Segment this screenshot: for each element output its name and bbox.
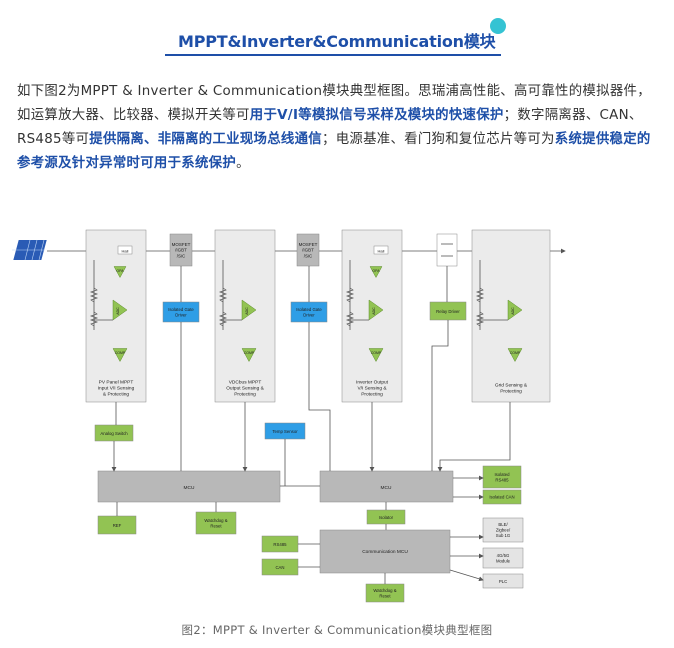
temp-sensor-label: Temp Sensor (272, 429, 298, 434)
body-text: ；数字隔离器、CAN、RS485等可 (17, 108, 643, 147)
stage-label: PV Panel MPPT (99, 380, 134, 386)
comp-symbol (241, 348, 257, 363)
mcu-left-box (97, 470, 281, 503)
ref-label: REF (113, 523, 122, 528)
stage-label: VDCbus MPPT (229, 380, 262, 386)
gate-driver-label: Driver (303, 312, 315, 317)
comp-symbol (368, 348, 384, 363)
opa-label: OPA (116, 269, 124, 273)
highlight-text: 系统提供稳定的参考源及针对异常时可用于系统保护 (17, 132, 651, 171)
comp-label: COMP (115, 351, 126, 355)
adc-symbol (241, 299, 257, 321)
comp-symbol (112, 348, 128, 363)
ble-zigbee-box (482, 517, 524, 543)
mcu-right-box (319, 470, 454, 503)
isolated-can-label: Isolated CAN (489, 495, 514, 500)
mcu-label: MCU (184, 485, 195, 491)
mcu-label: MCU (381, 485, 392, 491)
ble-zigbee-label: BLE/ (498, 522, 508, 527)
gate-driver-label: Driver (175, 312, 187, 317)
comp-label: COMP (244, 351, 255, 355)
comp-label: COMP (371, 351, 382, 355)
communication-mcu-label: Communication MCU (362, 549, 408, 555)
comp-symbol (507, 348, 523, 363)
cellular-module-label: 4G/5G (497, 553, 510, 558)
mosfet-label: MOSFET (172, 242, 191, 247)
relay-driver-label: Relay Driver (436, 309, 460, 314)
stage-label: Protecting (361, 392, 383, 398)
hall-label: Hall (122, 249, 129, 254)
comp-label: COMP (510, 351, 521, 355)
stage-label: Grid Sensing & (495, 383, 528, 389)
solar-panel-icon (12, 239, 47, 261)
stage-label: V/I Sensing & (357, 386, 387, 392)
mosfet-label: /SiC (304, 253, 313, 258)
gate-driver-label: Isolated Gate (168, 307, 194, 312)
stage-label: Inverter Output (356, 380, 389, 386)
highlight-text: 用于V/I等模拟信号采样及模块的快速保护 (249, 108, 504, 123)
hall-label: Hall (378, 249, 385, 254)
plc-label: PLC (499, 579, 507, 584)
section-heading: MPPT&Inverter&Communication模块 (0, 18, 674, 68)
stage-label: & Protecting (103, 392, 129, 398)
rs485-label: RS485 (273, 542, 287, 547)
mosfet-label: MOSFET (299, 242, 318, 247)
stage-label: Output Sensing & (226, 386, 264, 392)
title-underline (165, 54, 501, 56)
communication-mcu-box (319, 529, 451, 574)
opa-symbol (113, 266, 127, 279)
stage-label: Protecting (500, 389, 522, 395)
adc-symbol (112, 299, 128, 321)
adc-label: ADC (116, 307, 120, 315)
relay-mcu-wire (431, 320, 449, 471)
comm-watchdog-label: Reset (379, 593, 391, 598)
stage-label: Protecting (234, 392, 256, 398)
cellular-module-label: Module (496, 558, 511, 563)
mosfet-label: /IGBT (175, 248, 187, 253)
mosfet-label: /IGBT (302, 248, 314, 253)
body-text: 。 (236, 156, 250, 171)
isolator-label: Isolator (379, 515, 394, 520)
gate-driver-label: Isolated Gate (296, 307, 322, 312)
opa-label: OPA (372, 269, 380, 273)
opa-symbol (369, 266, 383, 279)
analog-switch-label: Analog Switch (100, 431, 128, 436)
body-text: ；电源基准、看门狗和复位芯片等可为 (322, 132, 555, 147)
adc-label: ADC (245, 307, 249, 315)
adc-label: ADC (372, 307, 376, 315)
isolated-rs485-label: RS485 (495, 477, 509, 482)
gate-mcu-wire (308, 322, 331, 471)
body-text: 如下图2为MPPT & Inverter & Communication模块典型… (17, 84, 651, 123)
adc-symbol (368, 299, 384, 321)
can-label: CAN (275, 565, 284, 570)
comm-watchdog-label: Watchdog & (373, 588, 396, 593)
mosfet-label: /SiC (177, 253, 186, 258)
mosfet-switch-box (296, 233, 320, 267)
stage-label: Input V/I Sensing (98, 386, 135, 392)
hall-sensor-box (117, 245, 133, 255)
ble-zigbee-label: Sub 1G (496, 533, 511, 538)
watchdog-label: Reset (210, 523, 222, 528)
watchdog-label: Watchdog & (204, 518, 227, 523)
hall-sensor-box (373, 245, 389, 255)
isolated-rs485-label: Isolated (494, 472, 510, 477)
figure-caption: 图2：MPPT & Inverter & Communication模块典型框图 (181, 623, 493, 637)
relay-switch-box (436, 233, 458, 267)
comm-wire (449, 569, 484, 582)
highlight-text: 提供隔离、非隔离的工业现场总线通信 (89, 132, 322, 147)
adc-symbol (507, 299, 523, 321)
accent-dot (490, 18, 506, 34)
stage-mcu-wire (437, 402, 511, 472)
adc-label: ADC (511, 307, 515, 315)
ble-zigbee-label: Zigbee/ (496, 528, 511, 533)
section-title: MPPT&Inverter&Communication模块 (178, 32, 496, 51)
intro-paragraph: 如下图2为MPPT & Inverter & Communication模块典型… (17, 80, 662, 176)
